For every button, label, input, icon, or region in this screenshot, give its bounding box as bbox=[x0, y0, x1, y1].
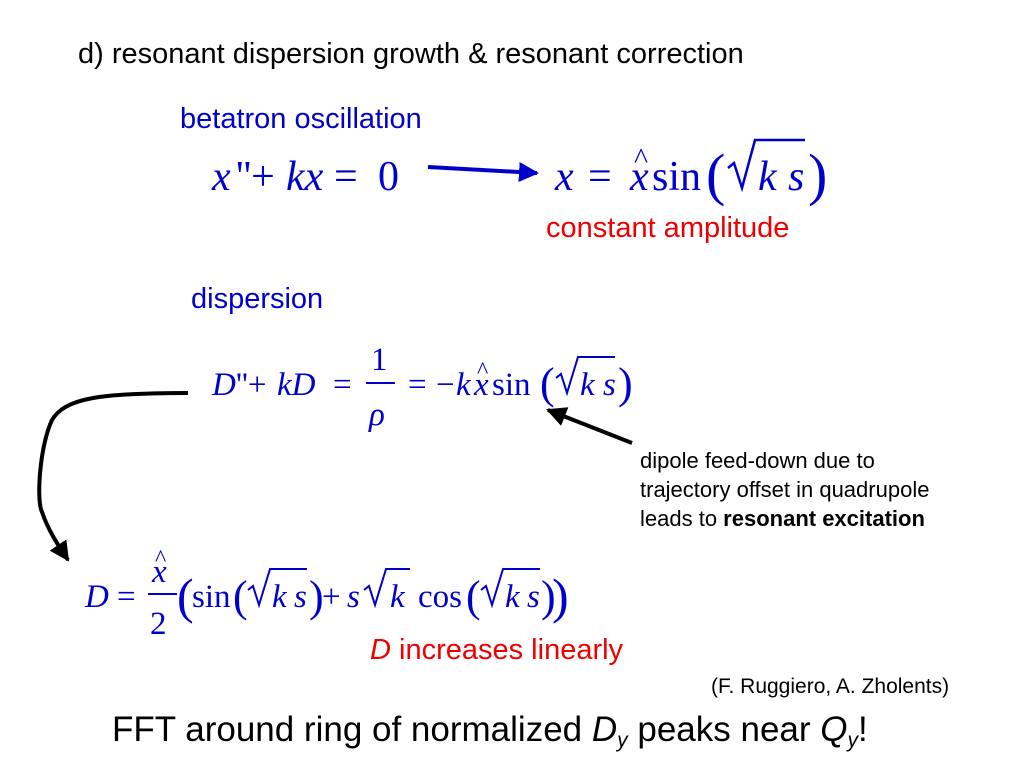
svg-text:kx: kx bbox=[286, 154, 324, 200]
svg-text:sin: sin bbox=[192, 579, 231, 615]
svg-text:(: ( bbox=[177, 568, 194, 624]
svg-text:''+: ''+ bbox=[236, 154, 275, 200]
svg-text:^: ^ bbox=[634, 142, 648, 175]
fft-end: ! bbox=[858, 710, 868, 749]
svg-text:ρ: ρ bbox=[368, 397, 385, 433]
fft-middle: peaks near bbox=[627, 710, 821, 749]
svg-text:s: s bbox=[603, 367, 616, 403]
dispersion-solution-equation: D = x ^ 2 ( sin ( k s ) + s k cos ( k s … bbox=[84, 546, 569, 642]
svg-text:k: k bbox=[456, 367, 472, 403]
svg-text:s: s bbox=[788, 154, 804, 200]
svg-text:kD: kD bbox=[277, 367, 316, 403]
betatron-oscillation-label: betatron oscillation bbox=[180, 103, 422, 135]
fft-q-sub: y bbox=[847, 728, 859, 752]
note-line-3-prefix: leads to bbox=[640, 506, 724, 531]
betatron-solution-arrow bbox=[427, 162, 539, 182]
d-increases-linearly-label: D increases linearly bbox=[370, 634, 623, 667]
resonant-excitation-emphasis: resonant excitation bbox=[723, 506, 925, 531]
svg-text:D: D bbox=[211, 367, 236, 403]
betatron-solution-equation: x = x ^ sin ( k s ) bbox=[554, 138, 827, 207]
fft-prefix: FFT around ring of normalized bbox=[112, 710, 592, 749]
svg-text:−: − bbox=[436, 367, 455, 403]
constant-amplitude-label: constant amplitude bbox=[546, 212, 790, 244]
svg-text:s: s bbox=[527, 579, 540, 615]
svg-text:): ) bbox=[808, 142, 827, 207]
svg-text:^: ^ bbox=[155, 546, 166, 572]
dispersion-label: dispersion bbox=[191, 283, 324, 315]
svg-text:(: ( bbox=[466, 572, 481, 621]
svg-text:=: = bbox=[117, 579, 136, 615]
svg-text:(: ( bbox=[233, 572, 248, 621]
note-line-2: trajectory offset in quadrupole bbox=[640, 477, 930, 502]
dispersion-equation: D ''+ kD = 1 ρ = − k x ^ sin ( k s ) bbox=[211, 342, 633, 433]
svg-text:^: ^ bbox=[477, 358, 488, 384]
svg-text:0: 0 bbox=[378, 154, 399, 200]
svg-text:sin: sin bbox=[652, 154, 701, 200]
svg-text:k: k bbox=[505, 579, 521, 615]
svg-text:1: 1 bbox=[371, 342, 388, 378]
svg-text:): ) bbox=[541, 572, 556, 621]
svg-text:=: = bbox=[333, 367, 352, 403]
svg-text:(: ( bbox=[540, 359, 555, 408]
svg-text:2: 2 bbox=[150, 606, 167, 642]
fft-q: Q bbox=[820, 710, 848, 749]
dispersion-solution-curved-arrow bbox=[37, 391, 189, 562]
svg-text:''+: ''+ bbox=[236, 367, 267, 403]
svg-text:x: x bbox=[211, 154, 231, 200]
fft-d: D bbox=[591, 710, 618, 749]
svg-text:x: x bbox=[554, 154, 574, 200]
slide-heading: d) resonant dispersion growth & resonant… bbox=[78, 38, 744, 70]
note-line-1: dipole feed-down due to bbox=[640, 448, 875, 473]
d-increases-text: increases linearly bbox=[390, 634, 624, 666]
svg-text:): ) bbox=[552, 568, 569, 624]
svg-text:k: k bbox=[580, 367, 596, 403]
note-line-3: leads to resonant excitation bbox=[640, 504, 929, 533]
svg-text:+: + bbox=[322, 579, 341, 615]
svg-text:=: = bbox=[588, 154, 612, 200]
betatron-equation: x ''+ kx = 0 bbox=[211, 154, 399, 200]
fft-d-sub: y bbox=[617, 728, 628, 752]
svg-text:k: k bbox=[272, 579, 288, 615]
svg-text:s: s bbox=[294, 579, 307, 615]
svg-text:): ) bbox=[309, 572, 324, 621]
svg-text:k: k bbox=[390, 579, 406, 615]
svg-text:s: s bbox=[347, 579, 360, 615]
svg-text:x: x bbox=[473, 367, 489, 403]
svg-text:sin: sin bbox=[492, 367, 531, 403]
svg-text:(: ( bbox=[706, 142, 725, 207]
svg-text:=: = bbox=[334, 154, 358, 200]
citation: (F. Ruggiero, A. Zholents) bbox=[711, 675, 950, 698]
feed-down-arrow bbox=[546, 407, 633, 445]
svg-text:k: k bbox=[758, 154, 778, 200]
d-symbol: D bbox=[370, 634, 391, 666]
svg-text:=: = bbox=[408, 367, 427, 403]
svg-text:x: x bbox=[151, 554, 167, 590]
svg-text:x: x bbox=[629, 154, 649, 200]
svg-text:): ) bbox=[618, 359, 633, 408]
svg-text:D: D bbox=[84, 579, 109, 615]
fft-conclusion: FFT around ring of normalized Dy peaks n… bbox=[112, 710, 868, 753]
dipole-feed-down-note: dipole feed-down due to trajectory offse… bbox=[640, 446, 929, 533]
svg-text:cos: cos bbox=[418, 579, 462, 615]
